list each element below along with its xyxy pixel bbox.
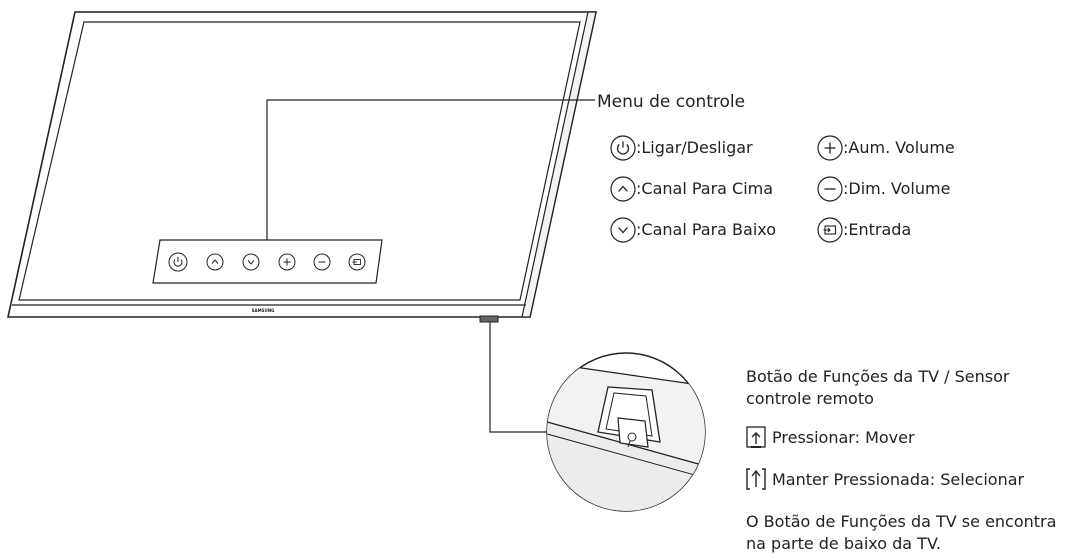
control-menu-title: Menu de controle — [597, 92, 746, 112]
controller-note: O Botão de Funções da TV se encontra na … — [746, 512, 1057, 553]
volume-down-icon — [817, 176, 843, 206]
volume-down-label: :Dim. Volume — [843, 179, 951, 198]
power-label: :Ligar/Desligar — [636, 138, 753, 157]
tv-screen — [18, 21, 581, 301]
panel-channel-down-icon — [242, 253, 260, 271]
power-icon — [610, 135, 636, 165]
panel-source-icon — [348, 253, 366, 271]
channel-up-label: :Canal Para Cima — [636, 179, 774, 198]
tv-brand-logo: SAMSUNG — [252, 308, 275, 313]
press-hold-icon — [746, 468, 766, 494]
press-label: Pressionar: Mover — [772, 428, 915, 447]
panel-volume-down-icon — [313, 253, 331, 271]
press-hold-label: Manter Pressionada: Selecionar — [772, 470, 1025, 489]
channel-down-label: :Canal Para Baixo — [636, 220, 777, 239]
panel-power-icon — [168, 252, 188, 272]
menu-callout-line — [266, 99, 595, 240]
volume-up-label: :Aum. Volume — [843, 138, 955, 157]
controller-zoom-view — [546, 352, 706, 512]
channel-down-icon — [610, 217, 636, 247]
control-panel — [152, 239, 383, 284]
source-icon — [817, 217, 843, 247]
tv-controller-nub — [479, 315, 499, 323]
controller-callout-line — [489, 322, 574, 433]
controller-title: Botão de Funções da TV / Sensor controle… — [746, 367, 1010, 408]
panel-button-icons — [168, 252, 366, 272]
press-icon — [746, 426, 766, 452]
volume-up-icon — [817, 135, 843, 165]
panel-channel-up-icon — [206, 253, 224, 271]
tv-frame-side — [521, 11, 597, 318]
source-label: :Entrada — [843, 220, 912, 239]
panel-volume-up-icon — [278, 253, 296, 271]
channel-up-icon — [610, 176, 636, 206]
